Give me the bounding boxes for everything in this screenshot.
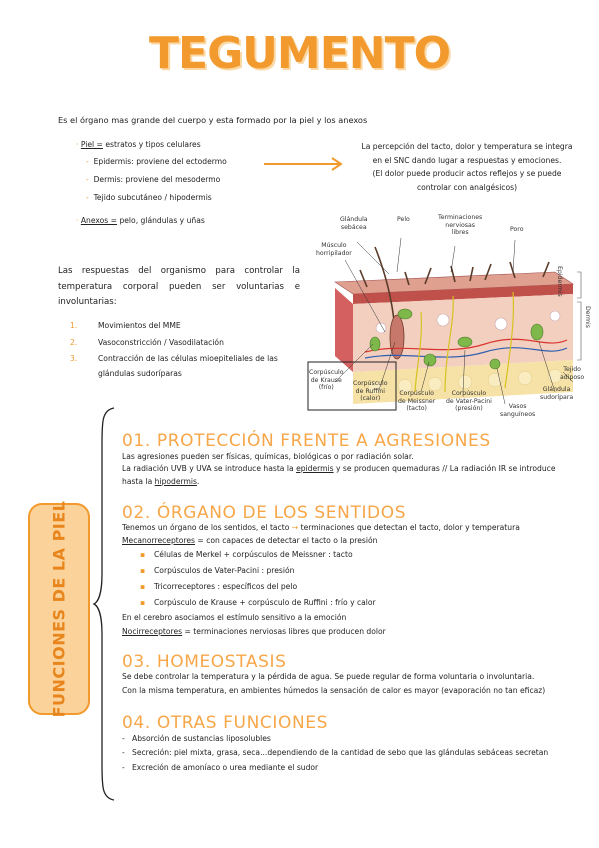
- layer-epidermis: - Epidermis: proviene del ectodermo: [86, 157, 227, 166]
- response-item-3: 3.Contracción de las células mioepitelia…: [70, 354, 278, 363]
- label-krause: Corpúsculo de Krause (frío): [309, 369, 344, 391]
- label-tejido-adiposo: Tejido adiposo: [560, 366, 585, 381]
- response-item-1: 1.Movimientos del MME: [70, 321, 181, 330]
- piel-line: · Piel = estratos y tipos celulares: [76, 139, 201, 151]
- skin-diagram: [307, 237, 582, 411]
- section-title-sentidos: 02. ÓRGANO DE LOS SENTIDOS: [122, 503, 407, 523]
- s2-line2: Mecanorreceptores = con capaces de detec…: [122, 536, 378, 545]
- s2-bullet-3: ▪Tricorreceptores : específicos del pelo: [140, 582, 298, 591]
- label-poro: Poro: [510, 226, 524, 233]
- label-terminaciones: Terminaciones nerviosas libres: [438, 214, 483, 236]
- perception-note: La percepción del tacto, dolor y tempera…: [361, 142, 573, 192]
- bullet-dot: ·: [76, 140, 79, 149]
- intro-text: Es el órgano mas grande del cuerpo y est…: [58, 115, 368, 125]
- section-title-homeostasis: 03. HOMEOSTASIS: [122, 652, 287, 672]
- s4-item-1: -Absorción de sustancias liposolubles: [122, 734, 271, 743]
- anexos-text: pelo, glándulas y uñas: [117, 216, 205, 225]
- label-pelo: Pelo: [397, 216, 410, 223]
- s2-line4: Nocirreceptores = terminaciones nerviosa…: [122, 627, 386, 636]
- anexos-line: · Anexos = pelo, glándulas y uñas: [76, 216, 205, 225]
- label-glandula-sudoripara: Glándula sudorípara: [540, 386, 574, 401]
- label-vasos: Vasos sanguíneos: [500, 403, 536, 418]
- responses-paragraph: Las respuestas del organismo para contro…: [58, 266, 300, 307]
- response-item-3-cont: glándulas sudoríparas: [98, 369, 182, 378]
- s2-line1: Tenemos un órgano de los sentidos, el ta…: [122, 523, 520, 532]
- curly-brace-icon: [92, 407, 115, 801]
- s2-bullet-4: ▪Corpúsculo de Krause + corpúsculo de Ru…: [140, 598, 376, 607]
- response-item-2: 2.Vasoconstricción / Vasodilatación: [70, 338, 224, 347]
- s3-line2: Con la misma temperatura, en ambientes h…: [122, 686, 546, 695]
- side-label-text: FUNCIONES DE LA PIEL: [49, 500, 69, 718]
- layer-hipodermis: - Tejido subcutáneo / hipodermis: [86, 193, 212, 202]
- piel-text: estratos y tipos celulares: [102, 140, 201, 149]
- label-vater-pacini: Corpúsculo de Vater-Pacini (presión): [446, 390, 492, 412]
- label-musculo: Músculo horripilador: [316, 242, 352, 257]
- s3-line1: Se debe controlar la temperatura y la pé…: [122, 672, 535, 681]
- piel-label: Piel =: [80, 140, 103, 149]
- side-label-box: FUNCIONES DE LA PIEL: [28, 500, 90, 718]
- right-arrow-icon: [264, 157, 343, 171]
- s1-line3: hasta la hipodermis.: [122, 477, 200, 486]
- layer-dermis: - Dermis: proviene del mesodermo: [86, 175, 221, 184]
- label-epidermis: Epidermis: [556, 266, 563, 297]
- label-ruffini: Corpúsculo de Ruffini (calor): [353, 380, 388, 402]
- s2-line3: En el cerebro asociamos el estímulo sens…: [122, 613, 347, 622]
- label-meissner: Corpúsculo de Meissner (tacto): [398, 390, 436, 412]
- arrow-icon: →: [291, 523, 299, 532]
- s1-line2: La radiación UVB y UVA se introduce hast…: [122, 464, 556, 473]
- section-title-proteccion: 01. PROTECCIÓN FRENTE A AGRESIONES: [122, 431, 491, 451]
- s1-line1: Las agresiones pueden ser físicas, quími…: [122, 452, 414, 461]
- anexos-label: Anexos =: [80, 216, 118, 225]
- label-dermis: Dermis: [584, 306, 591, 328]
- label-glandula-sebacea: Glándula sebácea: [340, 216, 368, 231]
- page-title: TEGUMENTO: [149, 28, 451, 79]
- s2-bullet-2: ▪Corpúsculos de Vater-Pacini : presión: [140, 566, 295, 575]
- section-title-otras: 04. OTRAS FUNCIONES: [122, 713, 329, 733]
- s4-item-3: -Excreción de amoníaco o urea mediante e…: [122, 763, 319, 772]
- s2-bullet-1: ▪Células de Merkel + corpúsculos de Meis…: [140, 550, 353, 559]
- s4-item-2: -Secreción: piel mixta, grasa, seca...de…: [122, 748, 549, 757]
